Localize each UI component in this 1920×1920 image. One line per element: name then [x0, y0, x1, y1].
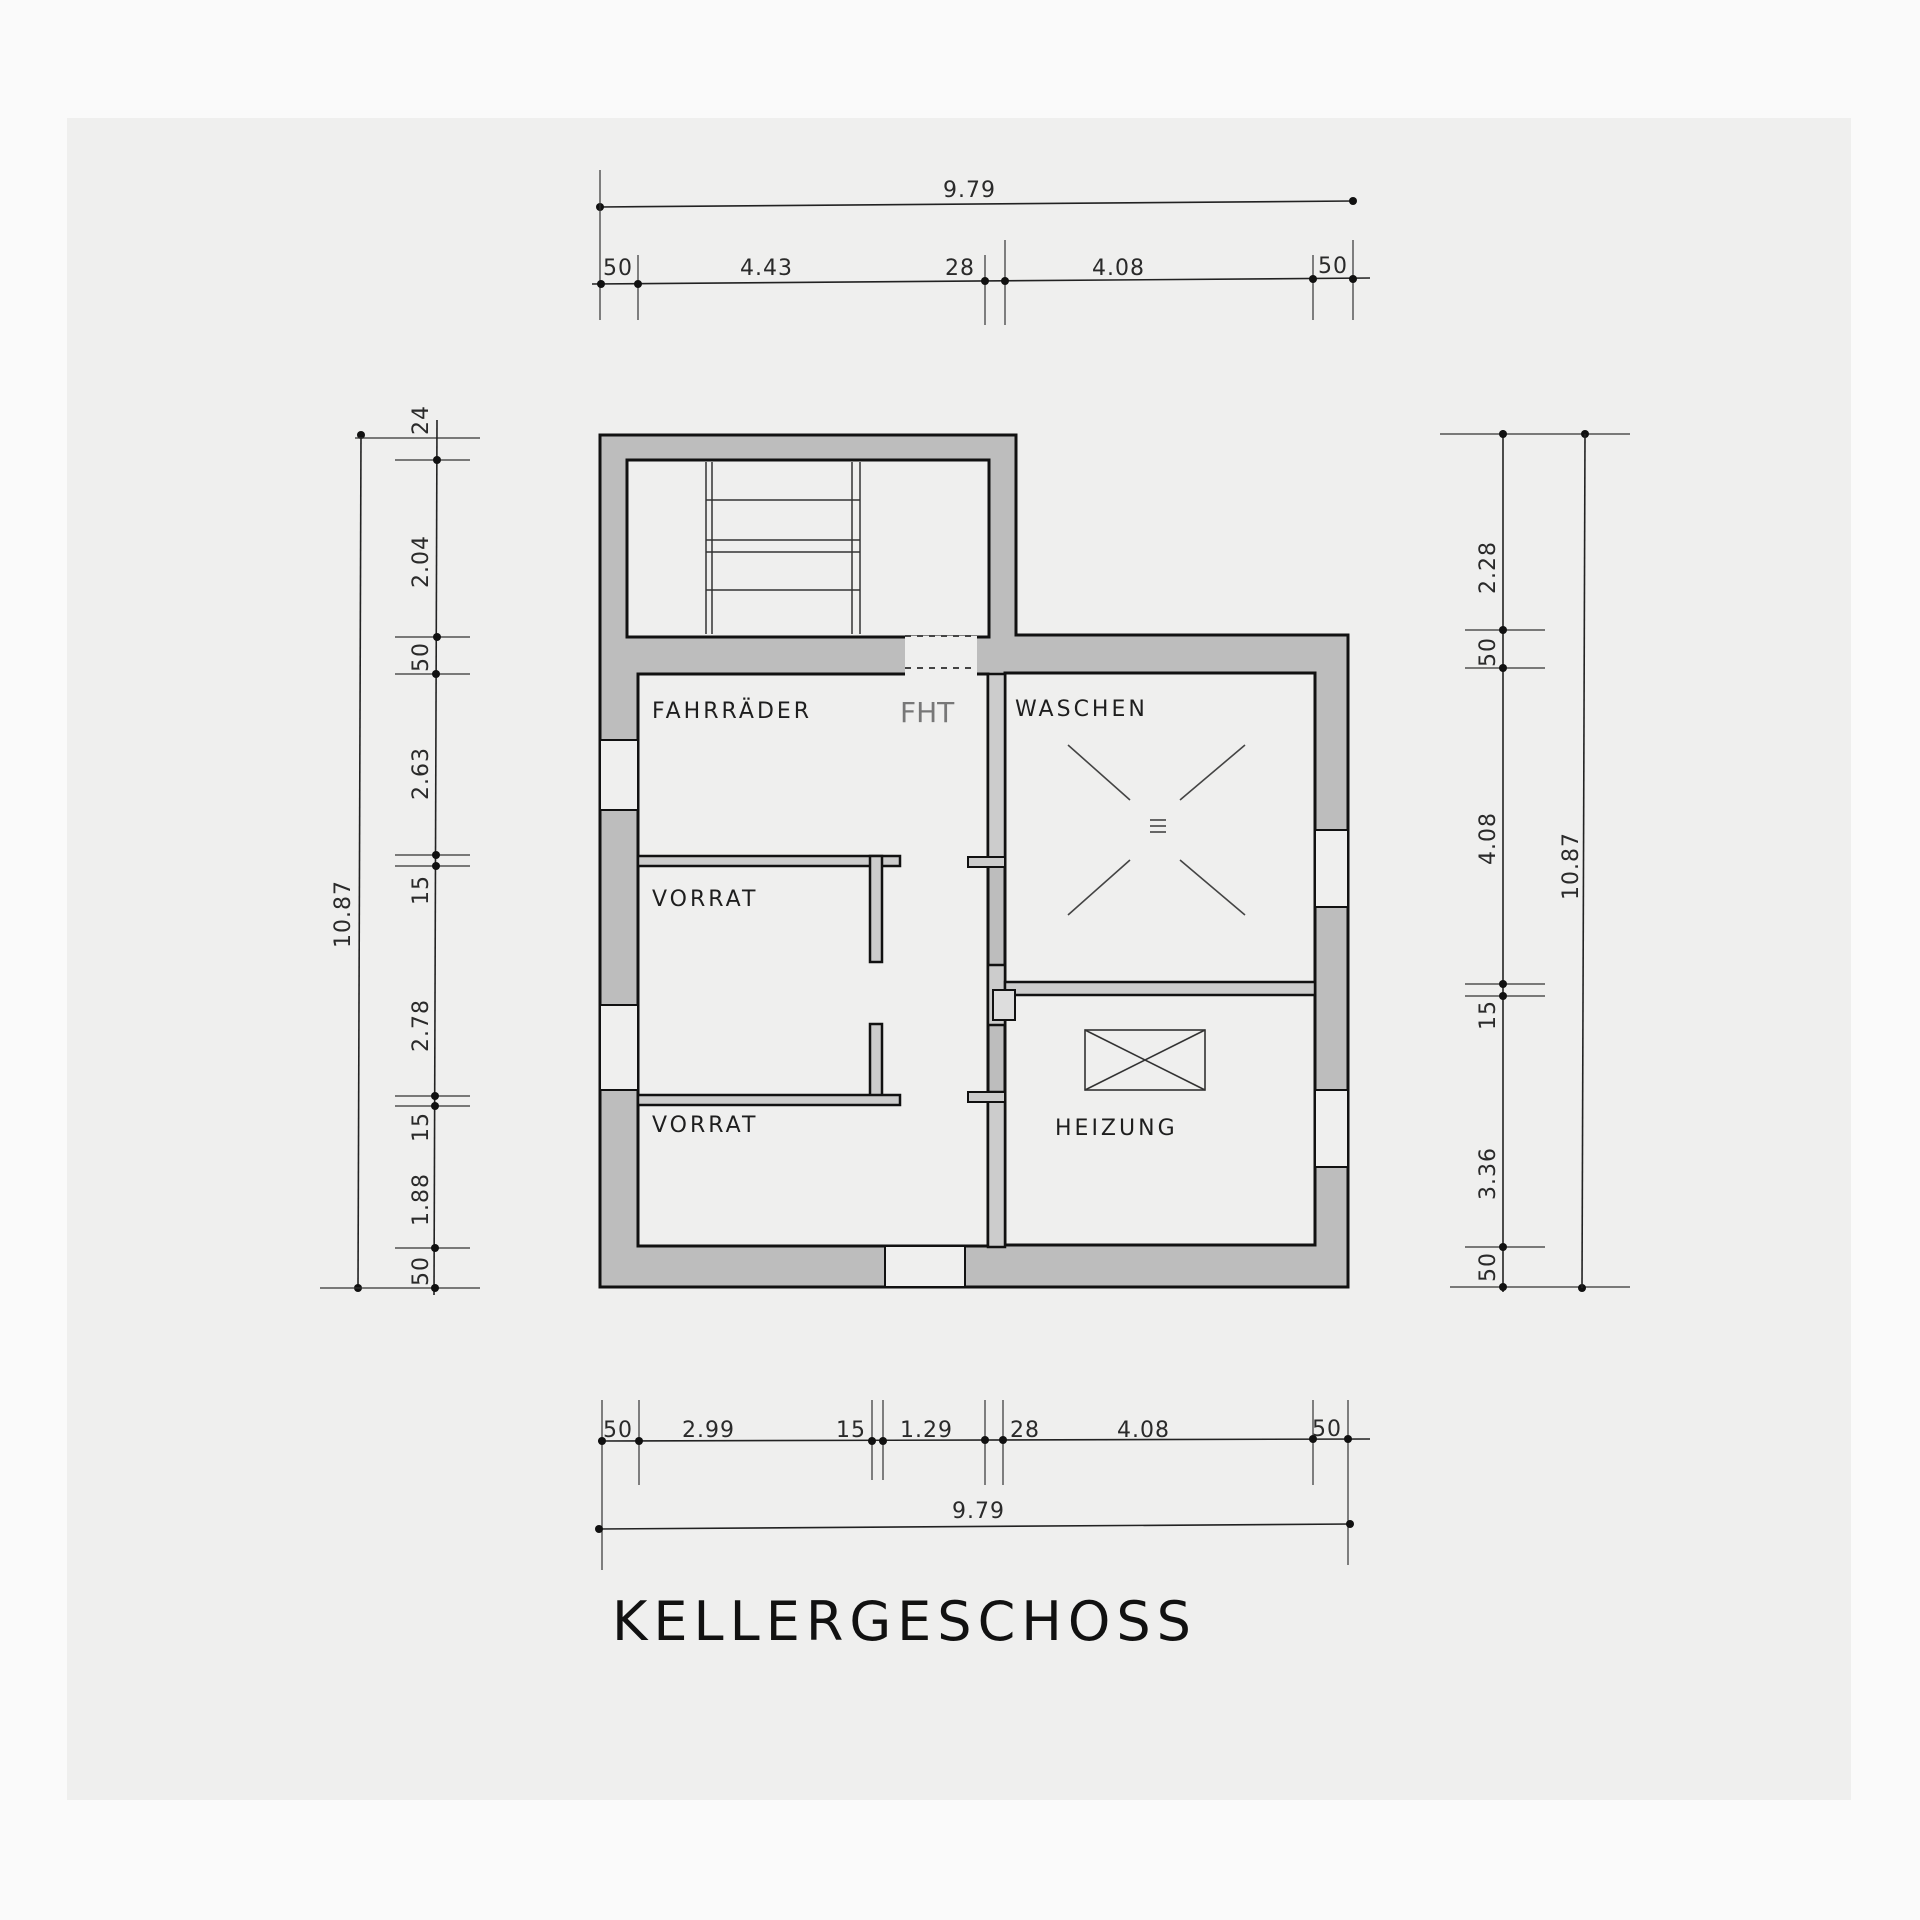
dim-right-segment: 50 [1476, 1252, 1501, 1282]
dim-bottom-segment: 50 [1312, 1417, 1342, 1442]
dim-left-total: 10.87 [331, 880, 356, 948]
staircase [705, 462, 861, 634]
dim-bottom-segment: 2.99 [682, 1418, 735, 1443]
dim-left-segment: 50 [409, 1256, 434, 1286]
dim-right-total: 10.87 [1559, 832, 1584, 900]
dim-bottom-segment: 1.29 [900, 1418, 953, 1443]
dim-top-segment: 28 [945, 256, 975, 281]
dim-bottom-total: 9.79 [952, 1499, 1005, 1524]
dim-right-segment: 15 [1476, 1000, 1501, 1030]
dim-left-segment: 24 [409, 405, 434, 435]
dim-left-segment: 2.78 [409, 999, 434, 1052]
room-label-vorrat: VORRAT [652, 1113, 758, 1138]
interior-walls [636, 672, 1317, 1249]
dim-right-segment: 4.08 [1476, 812, 1501, 865]
room-label-heizung: HEIZUNG [1055, 1116, 1178, 1141]
dim-bottom-segment: 4.08 [1117, 1418, 1170, 1443]
top-dimension-chain [591, 170, 1371, 325]
drawing-title: KELLERGESCHOSS [612, 1590, 1197, 1653]
dim-right-segment: 50 [1476, 637, 1501, 667]
dim-right-segment: 3.36 [1476, 1147, 1501, 1200]
fht-annotation: FHT [900, 696, 955, 729]
room-label-fahrraeder: FAHRRÄDER [652, 698, 812, 724]
dim-left-segment: 15 [409, 875, 434, 905]
dim-top-segment: 4.43 [740, 256, 793, 281]
dim-left-segment: 15 [409, 1112, 434, 1142]
dim-top-total: 9.79 [943, 178, 996, 203]
dim-left-segment: 1.88 [409, 1173, 434, 1226]
boiler-symbol [1084, 1029, 1206, 1091]
dim-top-segment: 50 [1318, 254, 1348, 279]
dim-right-segment: 2.28 [1476, 541, 1501, 594]
bottom-dimension-chain [595, 1400, 1371, 1570]
room-label-waschen: WASCHEN [1015, 697, 1148, 722]
dim-bottom-segment: 28 [1010, 1418, 1040, 1443]
room-label-vorrat: VORRAT [652, 887, 758, 912]
dim-top-segment: 4.08 [1092, 256, 1145, 281]
left-dimension-chain [320, 419, 480, 1296]
right-dimension-chain [1440, 430, 1630, 1292]
windows [599, 739, 1349, 1288]
dim-bottom-segment: 50 [603, 1418, 633, 1443]
dim-top-segment: 50 [603, 256, 633, 281]
dim-left-segment: 2.63 [409, 747, 434, 800]
dim-bottom-segment: 15 [836, 1418, 866, 1443]
dim-left-segment: 50 [409, 642, 434, 672]
floor-drain-symbol [1067, 744, 1246, 916]
dim-left-segment: 2.04 [409, 535, 434, 588]
